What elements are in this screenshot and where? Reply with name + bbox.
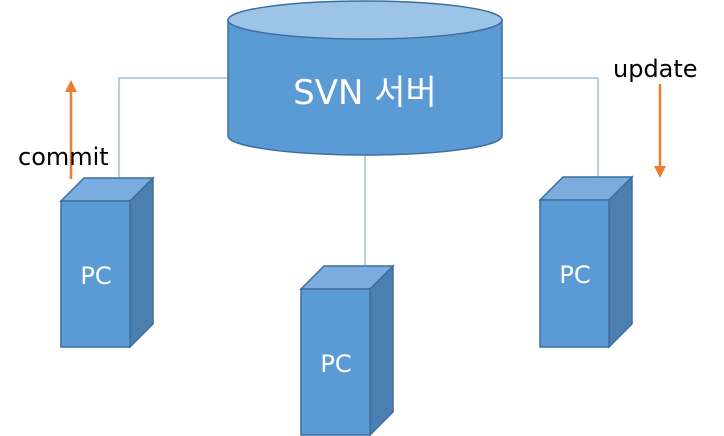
pc-right-label: PC <box>559 261 590 289</box>
commit-label: commit <box>18 143 109 171</box>
pc-left: PC <box>59 176 155 349</box>
pc-right-front <box>539 199 610 348</box>
commit-arrow-head <box>65 80 77 92</box>
connector-left <box>118 77 228 178</box>
pc-left-label: PC <box>80 262 111 290</box>
pc-left-front <box>60 200 131 348</box>
connector-right <box>501 77 599 178</box>
pc-left-side <box>129 176 154 349</box>
update-arrow <box>654 84 666 178</box>
pc-center-front <box>300 288 371 436</box>
server-label: SVN 서버 <box>293 73 437 113</box>
connectors <box>118 77 599 267</box>
pc-center-label: PC <box>320 350 351 378</box>
commit-arrow <box>65 80 77 179</box>
pc-center-side <box>369 264 394 436</box>
svn-server: SVN 서버 <box>227 0 503 156</box>
update-arrow-head <box>654 166 666 178</box>
pc-center: PC <box>299 264 395 436</box>
server-body <box>227 19 503 156</box>
update-label: update <box>613 55 698 83</box>
server-top <box>227 0 503 40</box>
pc-right: PC <box>538 175 634 349</box>
pc-right-side <box>608 175 633 349</box>
